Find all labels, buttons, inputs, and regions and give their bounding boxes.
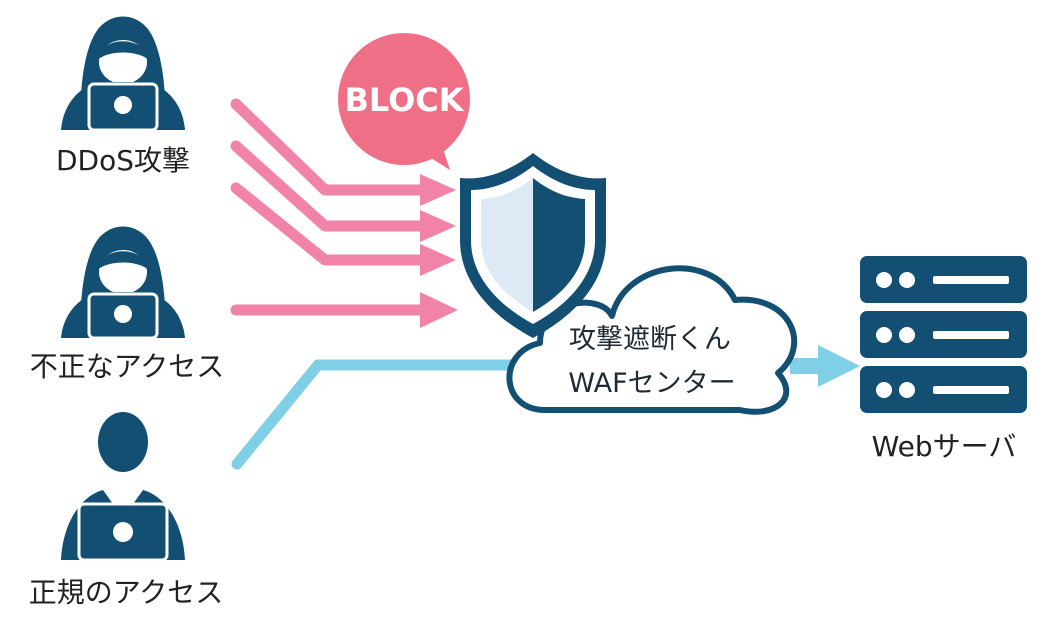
- shield-icon: [460, 153, 606, 338]
- unauthorized-label: 不正なアクセス: [30, 350, 225, 383]
- legit-label: 正規のアクセス: [29, 576, 224, 609]
- attack-arrowhead-2: [420, 210, 456, 242]
- server-rack-icon: [860, 256, 1027, 413]
- attack-arrowhead-3: [420, 244, 456, 276]
- waf-label-line1: 攻撃遮断くん: [569, 324, 731, 355]
- hooded-hacker-icon: [61, 16, 185, 132]
- attack-arrow-1: [230, 98, 431, 196]
- block-bubble: BLOCK: [338, 33, 470, 170]
- attack-arrows: [230, 98, 431, 316]
- server-label: Webサーバ: [872, 430, 1017, 463]
- cloud-icon: [506, 265, 798, 415]
- attack-arrow-2: [230, 140, 431, 232]
- server-arrowhead: [818, 345, 860, 387]
- attack-arrowhead-4: [420, 292, 458, 328]
- attack-arrow-3: [230, 182, 431, 266]
- attack-arrowhead-1: [420, 174, 456, 206]
- legit-arrow-line: [231, 359, 526, 470]
- ddos-label: DDoS攻撃: [56, 144, 190, 177]
- user-laptop-icon: [61, 412, 185, 562]
- waf-label-line2: WAFセンター: [568, 368, 735, 399]
- block-label: BLOCK: [344, 81, 464, 119]
- attack-arrowheads: [420, 174, 458, 328]
- hooded-hacker-icon: [61, 226, 185, 340]
